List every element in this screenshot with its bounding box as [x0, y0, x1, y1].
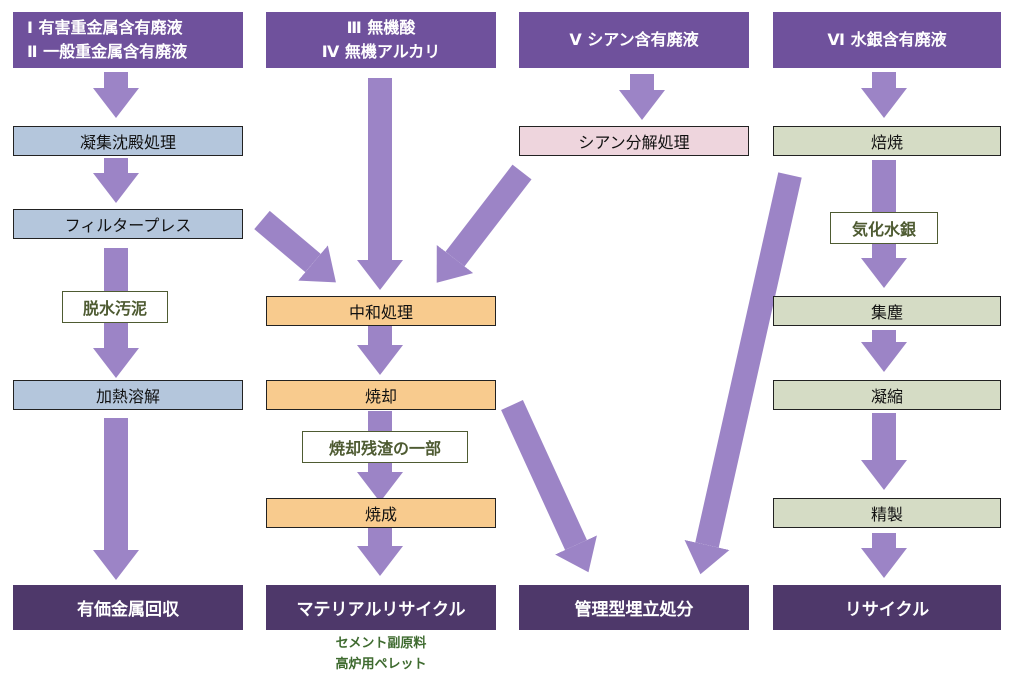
label-dewatered-sludge: 脱水汚泥: [62, 291, 168, 323]
arrow-filter-to-neutralize: [254, 210, 336, 283]
step-neutralization: 中和処理: [266, 296, 496, 326]
step-roasting: 焙焼: [773, 126, 1001, 156]
label-vaporized-mercury: 気化水銀: [830, 212, 938, 244]
label-incineration-residue-part: 焼却残渣の一部: [302, 431, 468, 463]
step-refining: 精製: [773, 498, 1001, 528]
header-heavy-metal-waste: Ⅰ 有害重金属含有廃液 Ⅱ 一般重金属含有廃液: [13, 12, 243, 68]
step-dust-collection: 集塵: [773, 296, 1001, 326]
step-coagulation-sedimentation: 凝集沈殿処理: [13, 126, 243, 156]
output-material-recycle: マテリアルリサイクル: [266, 585, 496, 630]
step-incineration: 焼却: [266, 380, 496, 410]
arrow-cyanide-to-neutralize: [436, 164, 532, 283]
note-recycle-uses: セメント副原料 高炉用ペレット: [266, 633, 496, 675]
step-heat-dissolution: 加熱溶解: [13, 380, 243, 410]
header-inorganic-acid-alkali: Ⅲ 無機酸 Ⅳ 無機アルカリ: [266, 12, 496, 68]
header-mercury-waste: Ⅵ 水銀含有廃液: [773, 12, 1001, 68]
note-cement-raw-material: セメント副原料: [335, 636, 427, 651]
output-controlled-landfill: 管理型埋立処分: [519, 585, 749, 630]
arrow-incinerate-to-landfill: [501, 400, 597, 573]
step-cyanide-decomposition: シアン分解処理: [519, 126, 749, 156]
header-cyanide-waste: Ⅴ シアン含有廃液: [519, 12, 749, 68]
header-line-inorganic-alkali: Ⅳ 無機アルカリ: [321, 42, 441, 61]
step-filter-press: フィルタープレス: [13, 209, 243, 239]
note-blast-furnace-pellet: 高炉用ペレット: [335, 657, 427, 672]
header-line-hazardous-heavy-metal: Ⅰ 有害重金属含有廃液: [27, 18, 183, 37]
header-line-inorganic-acid: Ⅲ 無機酸: [346, 18, 416, 37]
output-recycle: リサイクル: [773, 585, 1001, 630]
arrow-roast-to-landfill: [684, 172, 802, 575]
step-condensation: 凝縮: [773, 380, 1001, 410]
step-calcination: 焼成: [266, 498, 496, 528]
header-line-general-heavy-metal: Ⅱ 一般重金属含有廃液: [27, 42, 188, 61]
output-valuable-metal-recovery: 有価金属回収: [13, 585, 243, 630]
